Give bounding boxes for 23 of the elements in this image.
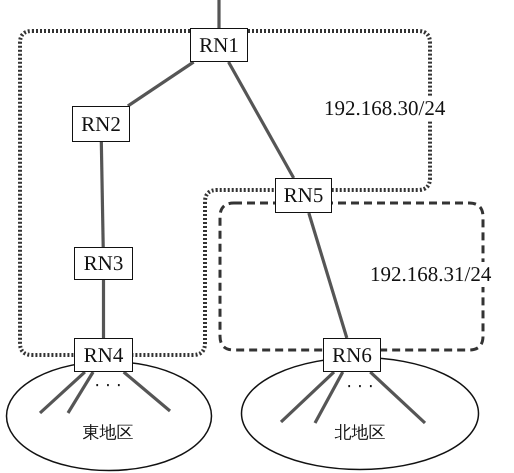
link-line [307, 212, 348, 338]
area-label: 北地区 [334, 422, 386, 444]
link-line [127, 60, 194, 108]
link-line [280, 370, 336, 424]
link-line [369, 370, 426, 424]
router-box: RN2 [72, 106, 130, 142]
link-line [38, 370, 86, 414]
link-line [66, 371, 94, 414]
link-line [217, 0, 221, 28]
link-line [122, 370, 172, 412]
router-box: RN5 [275, 178, 332, 213]
router-box: RN1 [190, 28, 248, 62]
link-line [100, 142, 105, 248]
ellipsis: · · · [94, 376, 122, 396]
link-line [314, 371, 344, 424]
router-box: RN3 [74, 247, 133, 280]
router-box: RN4 [74, 338, 133, 372]
ellipsis: · · · [346, 377, 374, 397]
router-box: RN6 [323, 338, 381, 372]
link-line [227, 61, 296, 179]
area-label: 東地区 [82, 422, 134, 444]
link-line [102, 280, 106, 338]
area-ellipse [5, 360, 213, 472]
